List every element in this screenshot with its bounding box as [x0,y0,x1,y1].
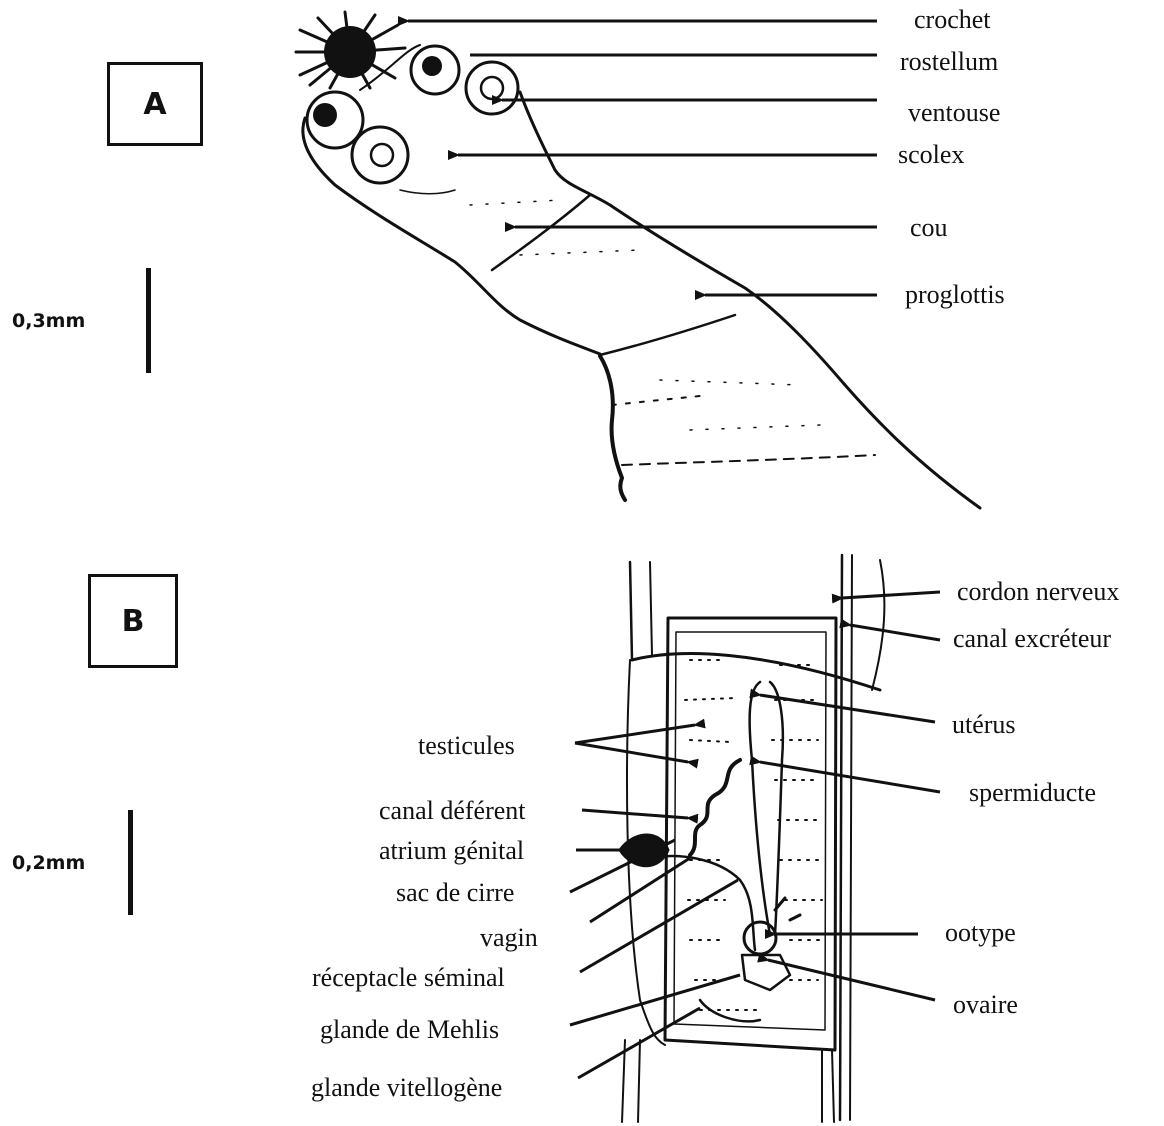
scolex-drawing [303,45,980,508]
label-canal-deferent: canal déférent [379,798,526,824]
panel-a-tag: A [107,62,203,146]
label-ovaire: ovaire [953,992,1018,1018]
label-atrium-genital: atrium génital [379,838,524,864]
leader-lines-a [408,21,877,295]
scale-b-bar [128,810,133,915]
label-crochet: crochet [914,7,991,33]
crochet-crown [296,12,405,88]
label-glande-vitellogene: glande vitellogène [311,1075,502,1101]
leader-lines-b [570,592,940,1078]
scale-b-label: 0,2mm [12,852,85,874]
label-proglottis: proglottis [905,282,1005,308]
label-scolex: scolex [898,142,964,168]
label-vagin: vagin [480,925,538,951]
label-spermiducte: spermiducte [969,780,1096,806]
label-ootype: ootype [945,920,1016,946]
label-cordon-nerveux: cordon nerveux [957,579,1119,605]
scale-a-bar [146,268,151,373]
label-cou: cou [910,215,948,241]
label-rostellum: rostellum [900,49,998,75]
label-sac-de-cirre: sac de cirre [396,880,514,906]
scale-a-label: 0,3mm [12,310,85,332]
label-uterus: utérus [952,712,1016,738]
label-canal-excreteur: canal excréteur [953,626,1111,652]
proglottis-drawing [620,0,884,1122]
label-ventouse: ventouse [908,100,1000,126]
label-testicules: testicules [418,733,515,759]
panel-b-tag: B [88,574,178,668]
label-receptacle-seminal: réceptacle séminal [312,965,505,991]
label-glande-de-mehlis: glande de Mehlis [320,1017,499,1043]
